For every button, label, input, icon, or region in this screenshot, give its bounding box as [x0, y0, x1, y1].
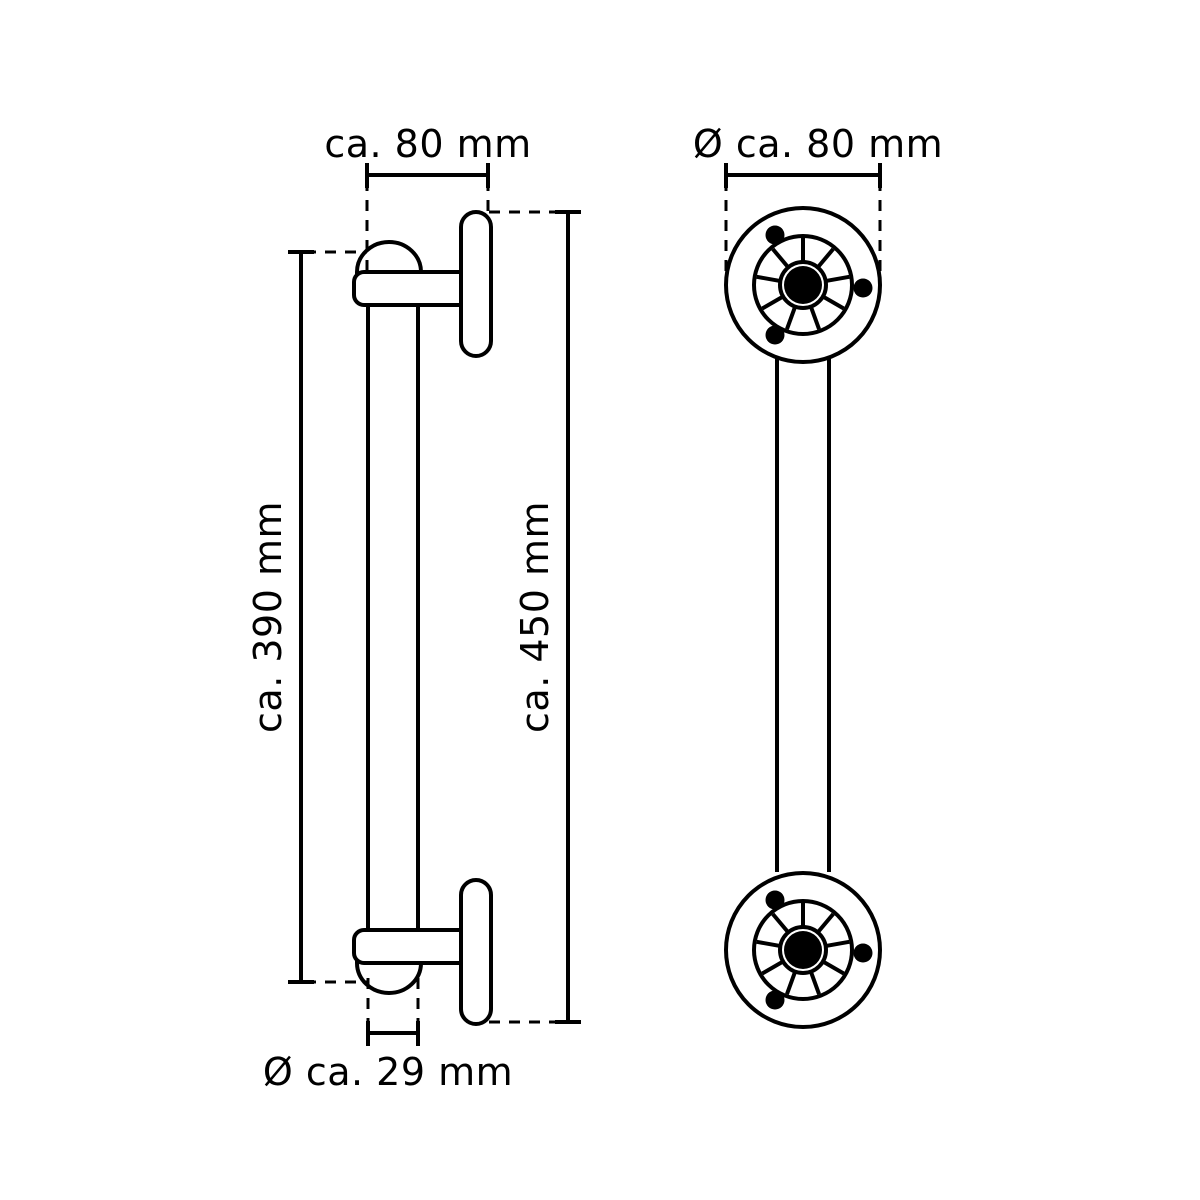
- dimension-label-tube-diameter: Ø ca. 29 mm: [263, 1050, 513, 1094]
- front-view-grip-tube: [775, 350, 831, 872]
- dimension-label-overall-length: ca. 450 mm: [513, 501, 557, 733]
- dimension-label-flange-width: ca. 80 mm: [324, 122, 531, 166]
- dimension-grip-length: ca. 390 mm: [246, 250, 367, 984]
- front-view-top-rosette: [724, 206, 882, 364]
- dimension-overall-length: ca. 450 mm: [489, 210, 581, 1024]
- dimension-label-flange-diameter: Ø ca. 80 mm: [693, 122, 943, 166]
- side-view: ca. 80 mm ca. 390 mm ca. 450 mm: [246, 122, 581, 1094]
- front-view-bottom-rosette: [724, 871, 882, 1029]
- side-view-grip-tube: [366, 300, 420, 935]
- side-view-bottom-mount: [352, 878, 493, 1026]
- top-arm: [352, 270, 468, 307]
- dimension-label-grip-length: ca. 390 mm: [246, 501, 290, 733]
- dimension-flange-width: ca. 80 mm: [324, 122, 531, 278]
- dimension-tube-diameter: Ø ca. 29 mm: [263, 978, 513, 1094]
- top-wall-plate: [459, 210, 493, 358]
- bottom-wall-plate: [459, 878, 493, 1026]
- front-view: Ø ca. 80 mm: [693, 122, 943, 1029]
- dimension-flange-diameter: Ø ca. 80 mm: [693, 122, 943, 290]
- side-view-top-mount: [352, 210, 493, 358]
- bottom-arm: [352, 928, 468, 965]
